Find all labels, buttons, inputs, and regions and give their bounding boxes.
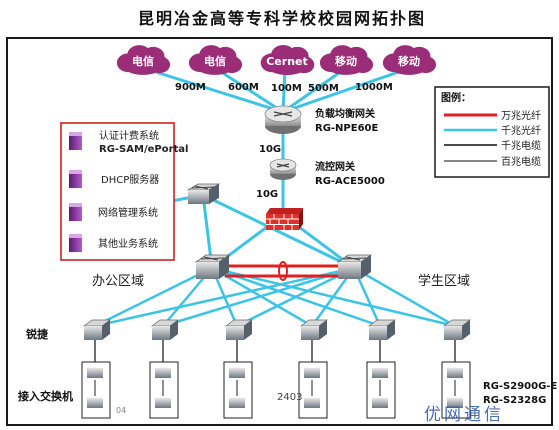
server-label: 其他业务系统 bbox=[98, 237, 158, 250]
access-model: RG-S2328G bbox=[483, 395, 546, 406]
flow-control-router bbox=[269, 158, 297, 180]
switch-icon bbox=[224, 319, 254, 340]
switch-icon bbox=[82, 319, 112, 340]
isp-label: 移动 bbox=[335, 54, 357, 68]
link-bandwidth: 900M bbox=[175, 82, 206, 93]
server-icons bbox=[69, 132, 82, 252]
flow-model: RG-ACE5000 bbox=[315, 176, 385, 187]
access-group bbox=[81, 361, 111, 419]
load-balancer-router bbox=[264, 105, 302, 134]
server-icon bbox=[69, 234, 82, 252]
switch-icon bbox=[367, 319, 397, 340]
server-icon bbox=[69, 203, 82, 221]
isp-uplinks bbox=[142, 66, 411, 114]
firewall-icon bbox=[266, 208, 303, 230]
lb-model: RG-NPE60E bbox=[315, 123, 379, 134]
server-label: RG-SAM/ePortal bbox=[99, 144, 188, 155]
isp-label: 移动 bbox=[398, 54, 420, 68]
watermark: 优网通信 bbox=[424, 405, 504, 425]
core-switch-office bbox=[194, 254, 231, 279]
stray-label: 2403 bbox=[277, 392, 302, 403]
zone-label-office: 办公区域 bbox=[92, 274, 144, 289]
access-group bbox=[149, 361, 179, 419]
switch-icon bbox=[150, 319, 180, 340]
access-group bbox=[223, 361, 253, 419]
switch-icon bbox=[299, 319, 329, 340]
server-label: 认证计费系统 bbox=[99, 129, 159, 142]
server-label: 网络管理系统 bbox=[98, 206, 158, 219]
link-bandwidth: 100M bbox=[271, 83, 302, 94]
link-10g-label: 10G bbox=[256, 189, 278, 200]
legend-item-label: 千兆光纤 bbox=[501, 124, 541, 137]
switch-icon bbox=[442, 319, 472, 340]
flow-name: 流控网关 bbox=[315, 160, 355, 173]
legend-item-label: 百兆电缆 bbox=[501, 155, 541, 168]
legend: 图例： 万兆光纤 千兆光纤 千兆电缆 百兆电缆 bbox=[434, 86, 550, 178]
link-bandwidth: 500M bbox=[308, 83, 339, 94]
isp-label: 电信 bbox=[132, 54, 154, 68]
server-icon bbox=[69, 132, 82, 150]
access-links bbox=[94, 340, 456, 362]
link-bandwidth: 600M bbox=[228, 82, 259, 93]
row-label-ruijie: 锐捷 bbox=[26, 327, 49, 341]
diagram-title: 昆明冶金高等专科学校校园网拓扑图 bbox=[138, 9, 426, 28]
server-icon bbox=[69, 170, 82, 188]
access-group bbox=[298, 361, 328, 419]
distribution-switches bbox=[82, 319, 472, 340]
link-bandwidth: 1000M bbox=[355, 82, 393, 93]
access-model: RG-S2900G-E bbox=[483, 381, 557, 392]
diagram-frame bbox=[6, 37, 553, 426]
legend-title: 图例： bbox=[441, 91, 471, 104]
lb-name: 负载均衡网关 bbox=[315, 107, 375, 120]
ops-switch bbox=[186, 183, 221, 204]
zone-label-student: 学生区域 bbox=[418, 273, 470, 289]
isp-label: Cernet bbox=[266, 55, 308, 68]
legend-item-label: 万兆光纤 bbox=[501, 109, 541, 122]
stray-label: 04 bbox=[116, 406, 126, 415]
server-label: DHCP服务器 bbox=[101, 173, 159, 186]
core-switch-student bbox=[336, 254, 373, 279]
row-label-access: 接入交换机 bbox=[18, 389, 73, 403]
access-group bbox=[366, 361, 396, 419]
legend-item-label: 千兆电缆 bbox=[501, 139, 541, 152]
link-10g-label: 10G bbox=[259, 144, 281, 155]
access-group bbox=[441, 361, 471, 419]
access-groups bbox=[81, 361, 471, 419]
core-interconnect-10g bbox=[225, 261, 342, 281]
isp-label: 电信 bbox=[204, 54, 226, 68]
